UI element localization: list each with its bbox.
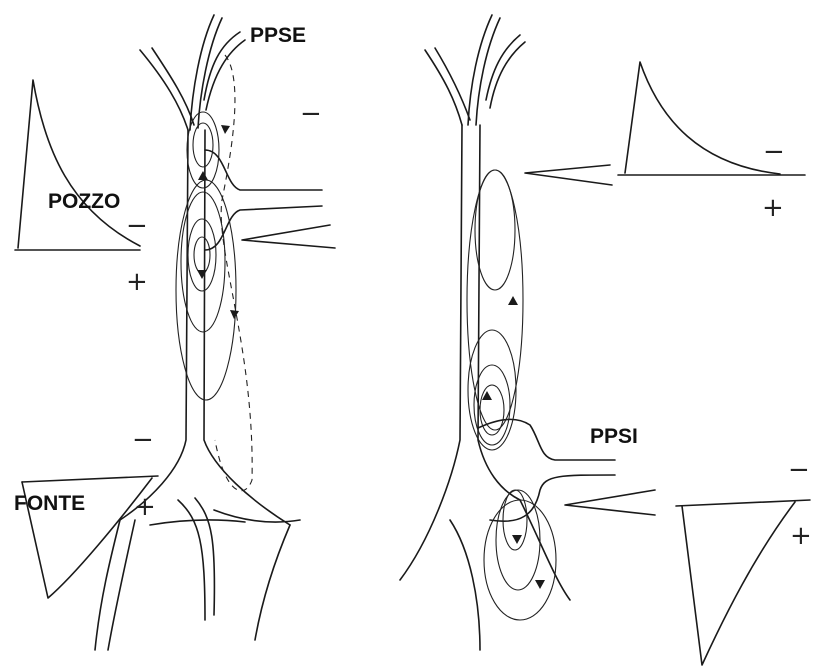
left-basal-dendrite-6 [255,525,290,640]
right-lower-waveform [682,502,795,665]
left-current-arrow [230,310,239,319]
left-basal-dendrite-1 [95,520,120,650]
left-current-arrow [221,125,230,134]
left-dashed-current-path [215,55,252,491]
sign-minus: − [763,137,785,167]
label-ppse: PPSE [250,24,306,47]
right-shaft-right-edge [478,125,520,500]
right-current-arrow [508,296,518,305]
right-synapse-electrode [565,490,655,515]
left-dendrite-branch-6 [206,40,245,110]
right-lower-baseline [676,500,810,506]
pozzo-waveform [18,80,140,248]
left-current-loop [194,237,210,273]
left-neuron [15,15,335,650]
sign-plus: + [126,267,148,297]
left-basal-dendrite-2 [108,520,135,650]
left-current-arrow [198,171,208,180]
label-pozzo: POZZO [48,190,120,213]
right-shaft-left-edge [400,125,462,580]
sign-minus: − [126,211,148,241]
left-dendrite-branch-1 [140,50,188,130]
right-dendrite-branch-5 [486,35,520,100]
right-upper-waveform [625,62,780,174]
right-current-arrow [512,535,522,544]
left-current-loop [188,219,216,291]
sign-minus: − [132,425,154,455]
sign-plus: + [134,492,156,522]
sign-plus: + [790,521,812,551]
fonte-baseline [22,476,158,482]
left-synapse-upper-edge [205,150,322,190]
left-basal-dendrite-3 [178,500,205,620]
right-dendrite-branch-2 [435,48,470,120]
right-neuron [400,15,810,665]
label-ppsi: PPSI [590,425,638,448]
right-synapse-lower-edge [490,475,615,521]
label-fonte: FONTE [14,492,85,515]
left-synapse-electrode [242,225,335,248]
right-upper-electrode [525,165,612,185]
left-basal-dendrite-7 [150,520,245,525]
right-dendrite-branch-3 [468,15,492,125]
right-basal-dendrite-1 [450,520,480,650]
sign-minus: − [300,99,322,129]
right-current-loop [474,365,510,445]
right-current-arrow [535,580,545,589]
left-current-loop [193,123,213,167]
right-dendrite-branch-6 [490,42,525,108]
left-dendrite-branch-2 [152,48,194,125]
sign-plus: + [762,193,784,223]
sign-minus: − [788,455,810,485]
left-current-arrow [197,270,207,279]
right-current-loop [480,385,504,435]
right-dendrite-branch-4 [476,18,500,125]
